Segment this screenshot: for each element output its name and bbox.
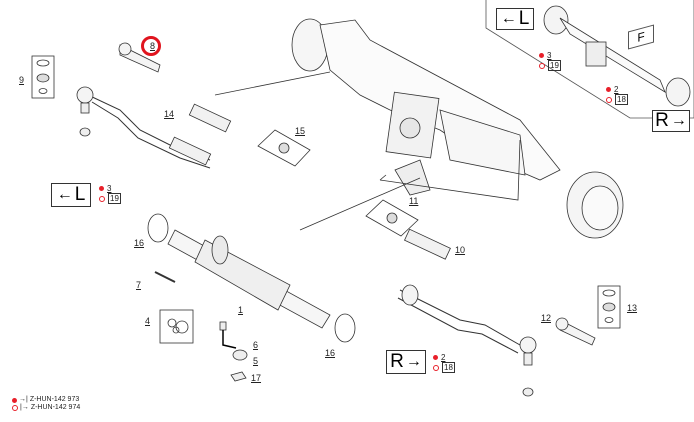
- hollow-dot-icon: [99, 195, 105, 202]
- selected-part-highlight: [141, 36, 161, 56]
- legend-text: Z-HUN-142 973: [29, 396, 80, 403]
- right-ref-numbers: 2 18: [433, 353, 455, 373]
- right-side-marker: R →: [386, 350, 426, 374]
- callout-16b[interactable]: 16: [325, 348, 336, 358]
- legend-item: →| Z-HUN-142 973: [12, 396, 80, 404]
- callout-8[interactable]: 8: [150, 41, 156, 51]
- steering-cylinder-drawing: [147, 213, 356, 343]
- callout-13[interactable]: 13: [627, 303, 638, 313]
- side-letter: R: [655, 110, 669, 131]
- ref-hollow-link[interactable]: 18: [615, 94, 628, 105]
- inset-right-ref-numbers: 2 18: [606, 85, 628, 105]
- serial-from-icon: →|: [19, 396, 28, 403]
- inset-right-marker: R →: [652, 110, 690, 132]
- callout-7[interactable]: 7: [136, 280, 142, 290]
- callout-17[interactable]: 17: [251, 373, 262, 383]
- seal-kit-boxes: [31, 55, 621, 344]
- side-letter: L: [518, 8, 530, 29]
- hollow-dot-icon: [12, 405, 18, 411]
- left-side-marker: ← L: [51, 183, 91, 207]
- ref-filled-link[interactable]: 3: [107, 184, 112, 193]
- callout-4[interactable]: 4: [145, 316, 151, 326]
- inner-joints-drawing: [168, 103, 451, 260]
- inset-frame: [485, 0, 694, 119]
- legend: →| Z-HUN-142 973 |→ Z-HUN-142 974: [12, 396, 80, 412]
- callout-1[interactable]: 1: [238, 305, 244, 315]
- sensor-drawing: [219, 321, 248, 382]
- filled-dot-icon: [539, 53, 544, 58]
- arrow-left-icon: ←: [500, 10, 517, 27]
- arrow-right-icon: →: [670, 112, 687, 129]
- bolt-drawing: [154, 271, 176, 283]
- callout-12[interactable]: 12: [541, 313, 552, 323]
- axle-housing-drawing: [291, 18, 624, 239]
- ref-hollow-link[interactable]: 18: [442, 362, 455, 373]
- ref-filled-link[interactable]: 3: [547, 51, 552, 60]
- inset-left-ref-numbers: 3 19: [539, 51, 561, 71]
- filled-dot-icon: [606, 87, 611, 92]
- hollow-dot-icon: [539, 62, 545, 69]
- inset-axle-drawing: [543, 5, 691, 107]
- side-letter: L: [74, 184, 86, 205]
- callout-14[interactable]: 14: [164, 109, 175, 119]
- hollow-dot-icon: [433, 364, 439, 371]
- legend-item: |→ Z-HUN-142 974: [12, 404, 80, 412]
- callout-5[interactable]: 5: [253, 356, 259, 366]
- ref-filled-link[interactable]: 2: [614, 85, 619, 94]
- front-letter: F: [637, 29, 645, 45]
- filled-dot-icon: [433, 355, 438, 360]
- callout-6[interactable]: 6: [253, 340, 259, 350]
- ref-hollow-link[interactable]: 19: [548, 60, 561, 71]
- ref-hollow-link[interactable]: 19: [108, 193, 121, 204]
- ref-filled-link[interactable]: 2: [441, 353, 446, 362]
- callout-11[interactable]: 11: [409, 196, 419, 206]
- hollow-dot-icon: [606, 96, 612, 103]
- filled-dot-icon: [99, 186, 104, 191]
- inset-left-marker: ← L: [496, 8, 534, 30]
- serial-to-icon: |→: [20, 404, 29, 411]
- filled-dot-icon: [12, 397, 17, 403]
- arrow-right-icon: →: [405, 353, 422, 370]
- callout-15[interactable]: 15: [295, 126, 306, 136]
- arrow-left-icon: ←: [56, 186, 73, 203]
- left-ref-numbers: 3 19: [99, 184, 121, 204]
- callout-9[interactable]: 9: [19, 75, 25, 85]
- right-tie-rod-drawing: [397, 284, 596, 397]
- legend-text: Z-HUN-142 974: [30, 404, 81, 411]
- callout-16a[interactable]: 16: [134, 238, 145, 248]
- callout-10[interactable]: 10: [455, 245, 466, 255]
- side-letter: R: [390, 351, 404, 372]
